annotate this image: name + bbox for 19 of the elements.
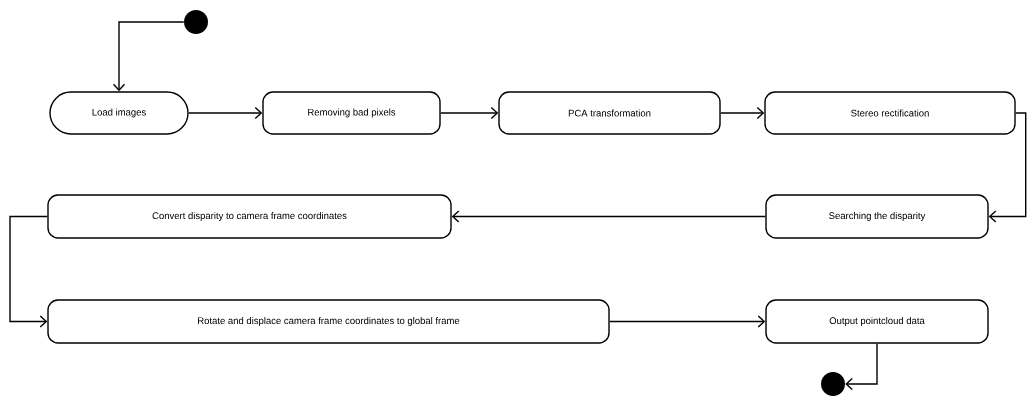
process-box: Rotate and displace camera frame coordinates to global frame	[47, 299, 610, 344]
process-box: Output pointcloud data	[765, 299, 989, 344]
arrow	[112, 21, 185, 92]
process-box: Convert disparity to camera frame coordinates	[47, 194, 452, 239]
start-dot	[184, 10, 208, 34]
process-box: Searching the disparity	[765, 194, 989, 239]
arrow	[609, 315, 766, 328]
process-box: Removing bad pixels	[262, 91, 441, 135]
arrow	[440, 106, 499, 120]
arrow	[845, 343, 878, 391]
process-box: Stereo rectification	[764, 91, 1016, 135]
process-box: Load images	[49, 91, 189, 135]
arrow	[988, 112, 1027, 223]
arrow	[188, 106, 263, 120]
arrow	[720, 106, 765, 120]
end-dot	[821, 372, 845, 396]
arrow	[9, 215, 48, 328]
process-box: PCA transformation	[498, 91, 721, 135]
arrow	[451, 210, 766, 223]
